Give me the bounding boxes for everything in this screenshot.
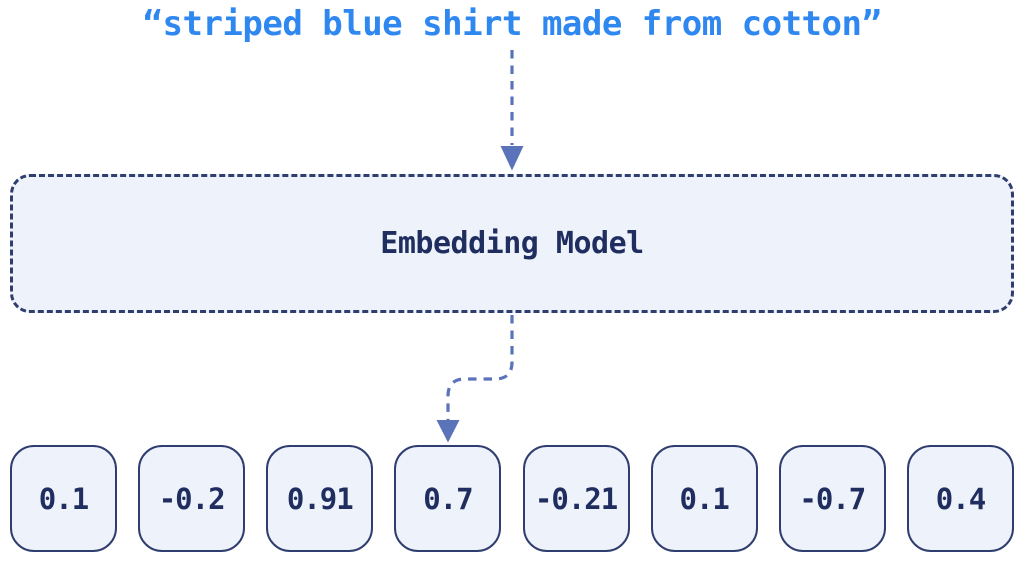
vector-cell: 0.91	[266, 445, 374, 552]
query-to-model-arrow-icon	[500, 50, 524, 171]
model-to-vector-arrow-icon	[436, 315, 514, 443]
vector-cell: 0.1	[650, 445, 758, 552]
vector-cell: -0.21	[522, 445, 630, 552]
query-text: “striped blue shirt made from cotton”	[142, 4, 882, 44]
embedding-model-label: Embedding Model	[380, 226, 644, 261]
vector-cell: 0.1	[10, 445, 117, 552]
embedding-model-box: Embedding Model	[10, 174, 1014, 313]
vector-cell: -0.7	[778, 445, 886, 552]
vector-cell: 0.4	[906, 445, 1014, 552]
embedding-vector: 0.1 -0.2 0.91 0.7 -0.21 0.1 -0.7 0.4	[10, 445, 1014, 552]
vector-cell: -0.2	[138, 445, 246, 552]
vector-cell: 0.7	[394, 445, 502, 552]
